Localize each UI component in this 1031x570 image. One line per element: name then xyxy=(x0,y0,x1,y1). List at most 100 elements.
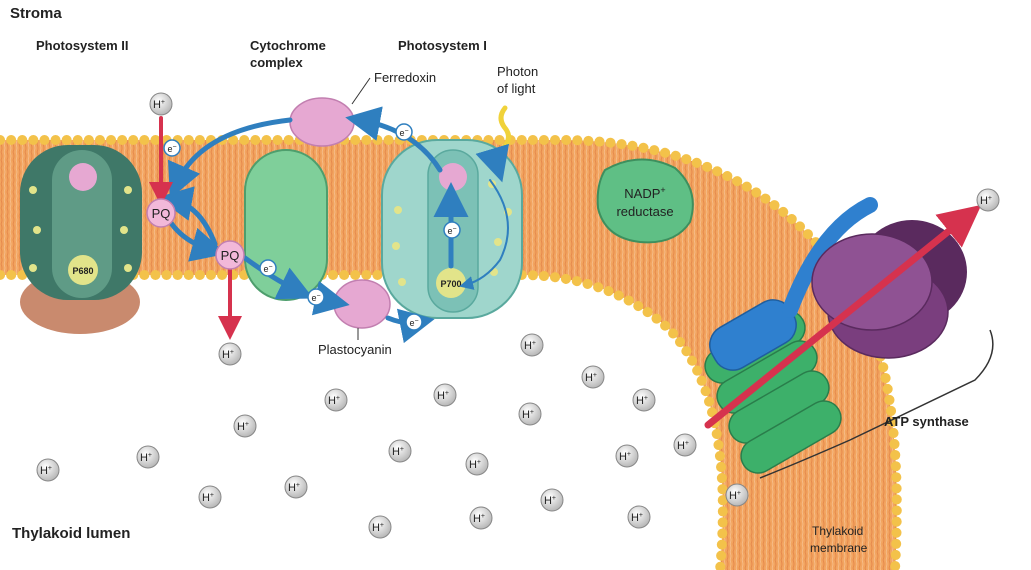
electron-marker: e− xyxy=(443,221,461,239)
electron-charge: − xyxy=(404,128,408,135)
photon-label-line1: Photon xyxy=(497,64,538,79)
proton-marker: H+ xyxy=(198,485,222,509)
photosystem-ii-label: Photosystem II xyxy=(36,38,128,53)
nadp-label-sup: + xyxy=(660,185,665,195)
pq-1-label: PQ xyxy=(152,206,171,221)
proton-symbol: H xyxy=(437,390,445,402)
p680-label: P680 xyxy=(72,266,93,276)
svg-text:H+: H+ xyxy=(636,395,648,407)
svg-text:H+: H+ xyxy=(544,495,556,507)
proton-charge: + xyxy=(148,452,152,459)
photosystem-ii[interactable]: P680 xyxy=(20,145,142,334)
svg-text:H+: H+ xyxy=(522,409,534,421)
plastocyanin-label: Plastocyanin xyxy=(318,342,392,357)
proton-marker: H+ xyxy=(581,365,605,389)
svg-text:H+: H+ xyxy=(202,492,214,504)
ferredoxin-body xyxy=(289,97,355,147)
thylakoid-lumen-label: Thylakoid lumen xyxy=(12,525,130,542)
proton-charge: + xyxy=(530,409,534,416)
proton-marker: H+ xyxy=(388,439,412,463)
svg-text:H+: H+ xyxy=(729,490,741,502)
proton-charge: + xyxy=(988,195,992,202)
proton-symbol: H xyxy=(619,451,627,463)
membrane-label-line1: Thylakoid xyxy=(812,524,863,538)
atp-synthase-bracket xyxy=(759,329,994,479)
proton-symbol: H xyxy=(522,409,530,421)
electron-marker: e− xyxy=(163,139,181,157)
proton-symbol: H xyxy=(544,495,552,507)
proton-symbol: H xyxy=(980,195,988,207)
proton-markers: H+ H+ H+ H+ H+ H+ H+ H+ H+ H+ H+ H+ H+ H… xyxy=(36,92,1000,539)
proton-charge: + xyxy=(336,395,340,402)
ferredoxin[interactable] xyxy=(289,97,355,147)
proton-marker: H+ xyxy=(368,515,392,539)
svg-text:H+: H+ xyxy=(473,513,485,525)
svg-text:H+: H+ xyxy=(677,440,689,452)
proton-marker: H+ xyxy=(469,506,493,530)
proton-charge: + xyxy=(644,395,648,402)
proton-charge: + xyxy=(685,440,689,447)
svg-text:H+: H+ xyxy=(372,522,384,534)
proton-marker: H+ xyxy=(518,402,542,426)
svg-text:H+: H+ xyxy=(980,195,992,207)
proton-charge: + xyxy=(481,513,485,520)
proton-symbol: H xyxy=(237,421,245,433)
electron-symbol: e xyxy=(447,226,452,236)
nadp-reductase-body xyxy=(596,158,694,244)
proton-symbol: H xyxy=(729,490,737,502)
svg-text:H+: H+ xyxy=(524,340,536,352)
leader-lines xyxy=(351,77,371,340)
proton-charge: + xyxy=(639,512,643,519)
pq-carrier-1[interactable]: PQ xyxy=(146,198,176,228)
proton-charge: + xyxy=(552,495,556,502)
cytochrome-body xyxy=(244,149,328,301)
stroma-label: Stroma xyxy=(10,5,62,22)
proton-symbol: H xyxy=(288,482,296,494)
svg-text:H+: H+ xyxy=(237,421,249,433)
proton-symbol: H xyxy=(40,465,48,477)
photosystem-i-label: Photosystem I xyxy=(398,38,487,53)
electron-symbol: e xyxy=(311,293,316,303)
light-energy-path xyxy=(459,179,509,290)
proton-charge: + xyxy=(627,451,631,458)
svg-text:e−: e− xyxy=(447,226,456,236)
proton-charge: + xyxy=(400,446,404,453)
cytochrome-complex[interactable] xyxy=(244,149,328,301)
electron-symbol: e xyxy=(263,264,268,274)
proton-marker: H+ xyxy=(136,445,160,469)
electron-arrow-cyclic xyxy=(167,117,293,199)
svg-text:e−: e− xyxy=(311,293,320,303)
electron-marker: e− xyxy=(259,259,277,277)
proton-symbol: H xyxy=(153,99,161,111)
p680-center xyxy=(68,255,98,285)
proton-symbol: H xyxy=(636,395,644,407)
pq-1-circle xyxy=(146,198,176,228)
proton-symbol: H xyxy=(222,349,230,361)
proton-charge: + xyxy=(532,340,536,347)
pq-carrier-2[interactable]: PQ xyxy=(215,240,245,270)
photon-squiggle xyxy=(475,105,511,183)
electron-charge: − xyxy=(268,264,272,271)
svg-text:H+: H+ xyxy=(585,372,597,384)
proton-marker: H+ xyxy=(632,388,656,412)
proton-symbol: H xyxy=(392,446,400,458)
proton-symbol: H xyxy=(631,512,639,524)
electron-symbol: e xyxy=(399,128,404,138)
proton-charge: + xyxy=(210,492,214,499)
proton-symbol: H xyxy=(372,522,380,534)
electron-symbol: e xyxy=(409,318,414,328)
svg-text:H+: H+ xyxy=(469,459,481,471)
proton-marker: H+ xyxy=(284,475,308,499)
electron-marker: e− xyxy=(307,288,325,306)
plastocyanin[interactable] xyxy=(333,279,391,329)
proton-symbol: H xyxy=(585,372,593,384)
proton-charge: + xyxy=(593,372,597,379)
proton-arrow-atp-synthase xyxy=(704,204,982,429)
nadp-reductase[interactable]: NADP+ reductase xyxy=(596,158,694,244)
proton-marker: H+ xyxy=(433,383,457,407)
cytochrome-label-line1: Cytochrome xyxy=(250,38,326,53)
nadp-label-text: NADP xyxy=(624,186,660,201)
nadp-label-line1: NADP+ xyxy=(624,185,665,201)
